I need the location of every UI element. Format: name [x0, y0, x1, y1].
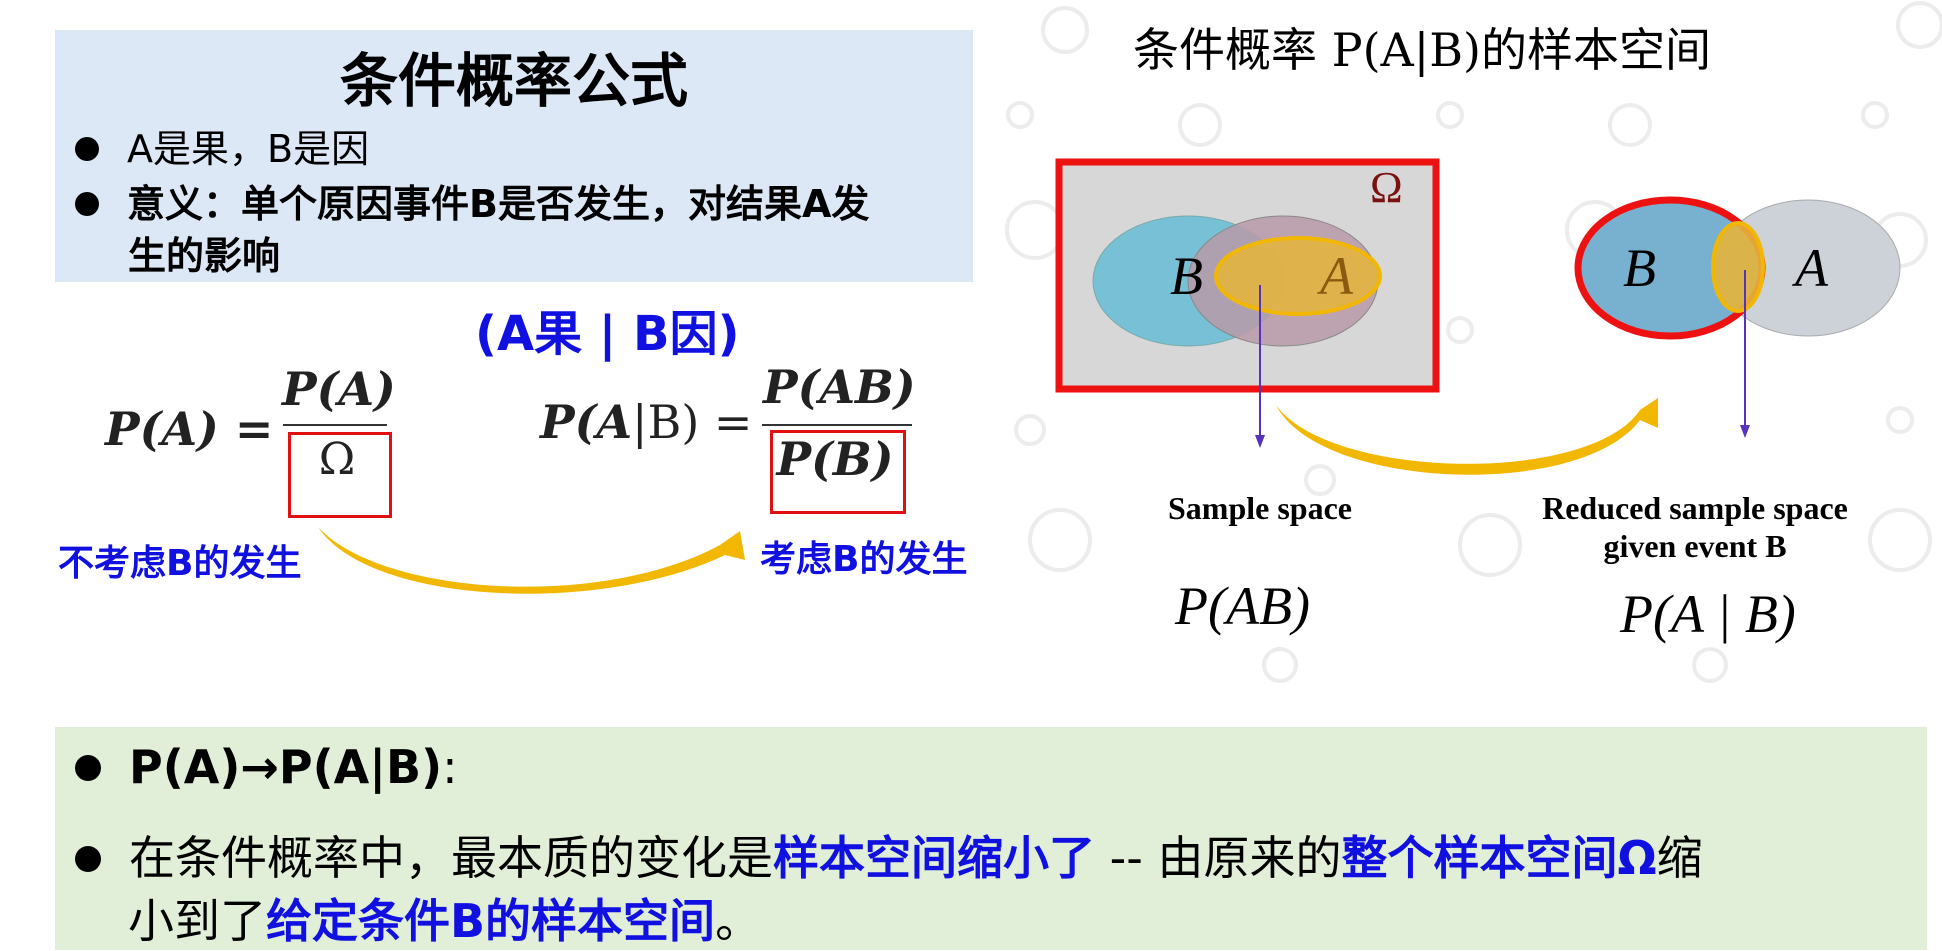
omega-highlight-box [288, 432, 392, 518]
caption-sample-space: Sample space [1168, 490, 1352, 526]
bullet-dot-icon [75, 136, 99, 161]
math-p-a-given-b: P(A | B) [1620, 584, 1796, 644]
pb-highlight-box [770, 430, 906, 514]
note-not-considering-b: 不考虑B的发生 [58, 543, 302, 584]
formula2-numerator: P(AB) [763, 360, 916, 414]
omega-label: Ω [1370, 163, 1403, 212]
formula2-lhs: P(A|B) = [540, 395, 753, 449]
math-p-ab: P(AB) [1175, 576, 1310, 636]
formula2-denominator: P(B) [776, 432, 894, 486]
formula1-denominator: Ω [318, 434, 356, 485]
venn1-b-label: B [1170, 246, 1203, 306]
conclusion-text: 缩 [1656, 831, 1703, 885]
curved-arrow-left-icon [318, 527, 745, 594]
venn1-a-label: A [1320, 246, 1353, 306]
slide-title: 条件概率公式 [339, 47, 688, 115]
venn2-b-label: B [1623, 238, 1656, 298]
caption-reduced-line2: given event B [1603, 528, 1787, 564]
effect-cause-label: (A果 | B因) [475, 306, 740, 362]
bullet-cause-effect: A是果，B是因 [75, 118, 369, 173]
conclusion-line1: 在条件概率中，最本质的变化是样本空间缩小了 -- 由原来的整个样本空间Ω缩 [75, 822, 1703, 888]
formula1-lhs: P(A) = [105, 402, 274, 456]
conclusion-highlight: 样本空间缩小了 [773, 831, 1095, 885]
conclusion-heading: P(A)→P(A|B): [75, 740, 458, 794]
formula2-fraction-bar [762, 424, 912, 426]
bullet-text: 意义：单个原因事件B是否发生，对结果A发 [127, 182, 870, 226]
definition-box [55, 30, 973, 282]
conclusion-highlight: 整个样本空间Ω [1341, 831, 1657, 885]
conclusion-highlight: 给定条件B的样本空间 [266, 894, 716, 948]
venn-pointers [1255, 270, 1750, 475]
bullet-dot-icon [75, 845, 101, 872]
caption-reduced-line1: Reduced sample space [1542, 490, 1848, 526]
conclusion-heading-text: P(A)→P(A|B) [129, 740, 443, 794]
conclusion-text: -- 由原来的 [1095, 831, 1342, 885]
conclusion-box [55, 727, 1927, 950]
bullet-dot-icon [75, 191, 99, 216]
formula1-numerator: P(A) [282, 362, 396, 416]
conclusion-heading-colon: : [442, 740, 458, 794]
conclusion-text: 在条件概率中，最本质的变化是 [129, 831, 773, 885]
bullet-meaning: 意义：单个原因事件B是否发生，对结果A发 [75, 173, 869, 228]
bullet-dot-icon [75, 754, 101, 781]
conclusion-line2: 小到了给定条件B的样本空间。 [128, 885, 761, 951]
venn2-a-label: A [1795, 238, 1828, 298]
formula1-fraction-bar [283, 424, 387, 426]
sample-space-title: 条件概率 P(A|B)的样本空间 [1133, 23, 1711, 77]
venn-sample-space [1055, 158, 1440, 393]
conclusion-text: 。 [715, 894, 762, 948]
note-considering-b: 考虑B的发生 [760, 539, 968, 580]
venn-reduced-space [1574, 196, 1901, 340]
bullet-text: A是果，B是因 [127, 127, 370, 171]
conclusion-text: 小到了 [128, 894, 266, 948]
bullet-meaning-continuation: 生的影响 [128, 234, 281, 278]
